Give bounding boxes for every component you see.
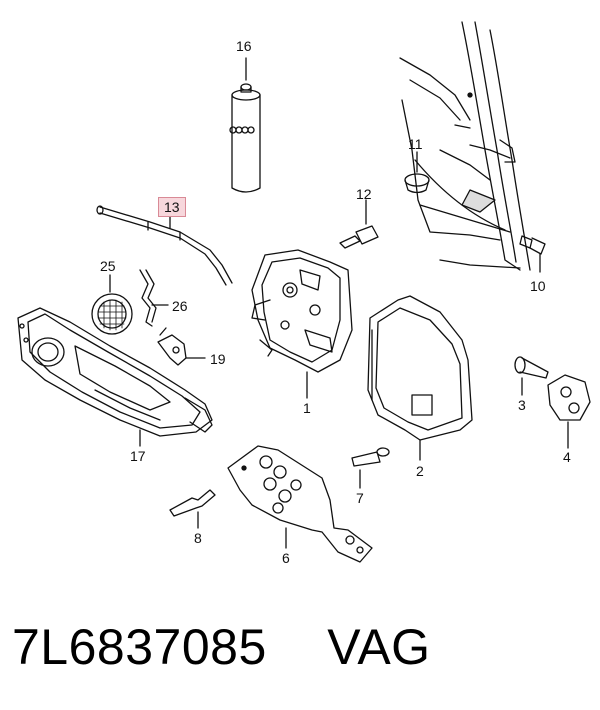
screw-part-10: [519, 235, 546, 273]
callout-25: 25: [100, 258, 116, 274]
plate-part-4: [547, 374, 591, 449]
rod-part-13: [96, 205, 233, 286]
spray-can-part-16: [229, 57, 261, 193]
clip-part-26: [139, 269, 169, 327]
brand-name: VAG: [327, 619, 431, 675]
callout-12: 12: [356, 186, 372, 202]
callout-2: 2: [416, 463, 424, 479]
handle-housing-part-17: [17, 307, 213, 447]
door-lock-part-1: [251, 249, 353, 399]
callout-8: 8: [194, 530, 202, 546]
callout-10: 10: [530, 278, 546, 294]
door-frame-illustration: [399, 21, 531, 271]
screw-part-3: [514, 356, 549, 396]
callout-7: 7: [356, 490, 364, 506]
part-number: 7L6837085: [12, 619, 267, 675]
callout-1: 1: [303, 400, 311, 416]
bolt-part-7: [351, 447, 390, 489]
screw-part-8: [169, 489, 216, 529]
bolt-part-12: [339, 199, 379, 249]
callout-3: 3: [518, 397, 526, 413]
callout-19: 19: [210, 351, 226, 367]
callout-11: 11: [408, 136, 423, 152]
part-caption: 7L6837085 VAG: [12, 618, 431, 676]
callout-4: 4: [563, 449, 571, 465]
callout-6: 6: [282, 550, 290, 566]
callout-16: 16: [236, 38, 252, 54]
grille-part-25: [91, 274, 133, 335]
cover-plate-part-2: [367, 295, 473, 461]
bracket-part-6: [227, 445, 373, 563]
lever-part-19: [157, 327, 206, 366]
callout-17: 17: [130, 448, 146, 464]
callout-26: 26: [172, 298, 188, 314]
callout-13: 13: [158, 197, 186, 217]
exploded-parts-diagram: [17, 21, 591, 563]
grommet-part-11: [404, 151, 430, 194]
